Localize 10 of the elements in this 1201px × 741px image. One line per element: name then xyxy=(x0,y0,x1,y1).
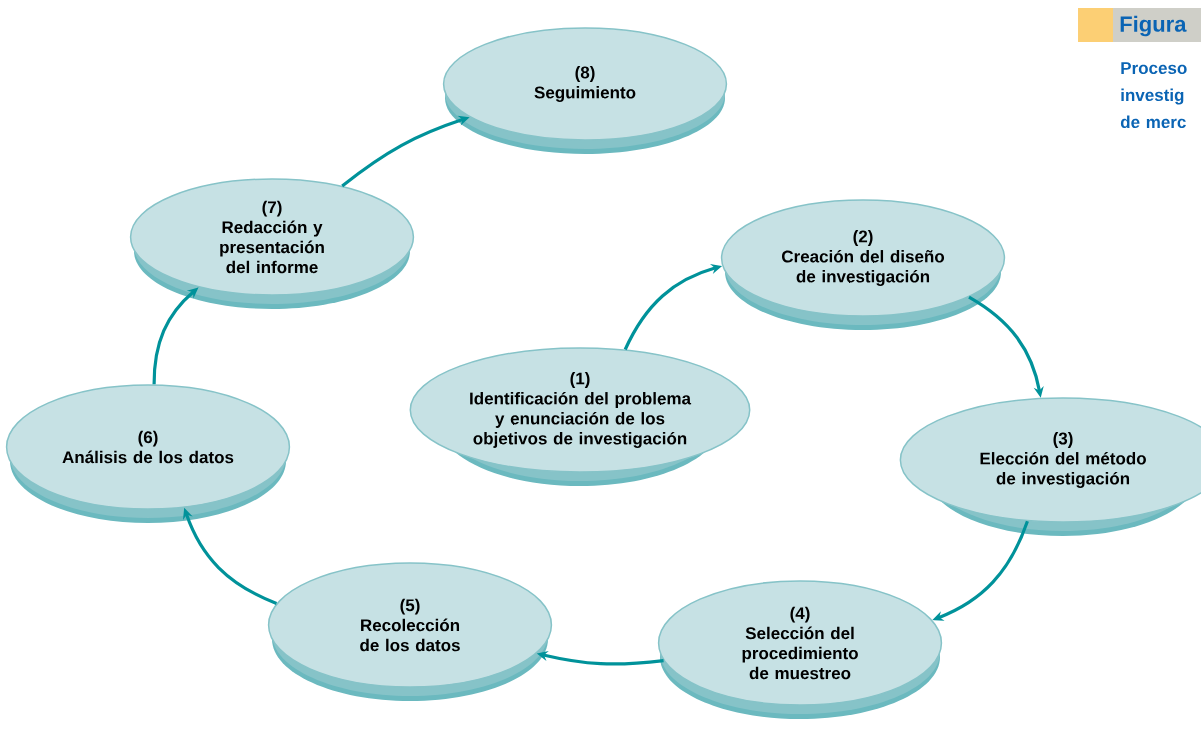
figure-heading: Figura xyxy=(1078,8,1201,42)
figure-caption: Proceso investig de merc xyxy=(1120,62,1187,129)
ellipse-node: (8) Seguimiento xyxy=(442,27,728,154)
ellipse-node: (3) Elección del método de investigación xyxy=(899,397,1201,536)
ellipse-node: (4) Selección del procedimiento de muestreo xyxy=(657,580,943,719)
ellipse-node: (1) Identificación del problema y enunciación de los objetivos de investigación xyxy=(409,347,751,486)
ellipse-node: (5) Recolección de los datos xyxy=(267,562,553,701)
ellipse-node: (2) Creación del diseño de investigación xyxy=(720,199,1006,330)
ellipse-node: (7) Redacción y presentación del informe xyxy=(129,178,415,309)
ellipse-node: (6) Análisis de los datos xyxy=(5,384,291,523)
